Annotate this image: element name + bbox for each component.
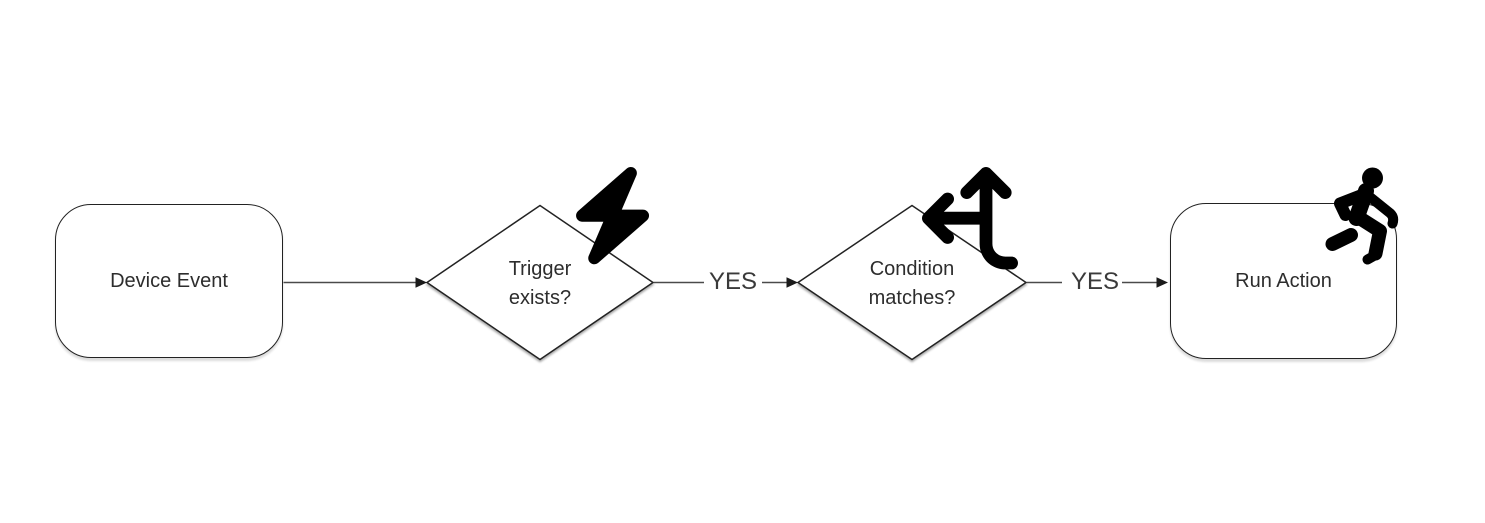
condition-matches-label-line1: Condition bbox=[869, 258, 955, 280]
trigger-exists-label: Trigger exists? bbox=[509, 255, 572, 313]
arrowhead-trigger bbox=[415, 277, 427, 288]
condition-matches-label-line2: matches? bbox=[868, 287, 956, 309]
arrowhead-condition bbox=[786, 277, 798, 288]
node-device-event: Device Event bbox=[55, 204, 283, 358]
edge-label-yes-trigger: YES bbox=[708, 268, 758, 295]
trigger-exists-label-line2: exists? bbox=[508, 287, 572, 309]
node-run-action: Run Action bbox=[1170, 203, 1397, 359]
lightning-bolt-icon bbox=[576, 166, 650, 265]
run-action-label: Run Action bbox=[1235, 269, 1332, 292]
arrowhead-run-action bbox=[1156, 277, 1168, 288]
device-event-label: Device Event bbox=[110, 269, 228, 292]
trigger-exists-label-line1: Trigger bbox=[508, 258, 572, 280]
condition-matches-label: Condition matches? bbox=[869, 255, 956, 313]
edge-label-yes-condition: YES bbox=[1070, 268, 1120, 295]
